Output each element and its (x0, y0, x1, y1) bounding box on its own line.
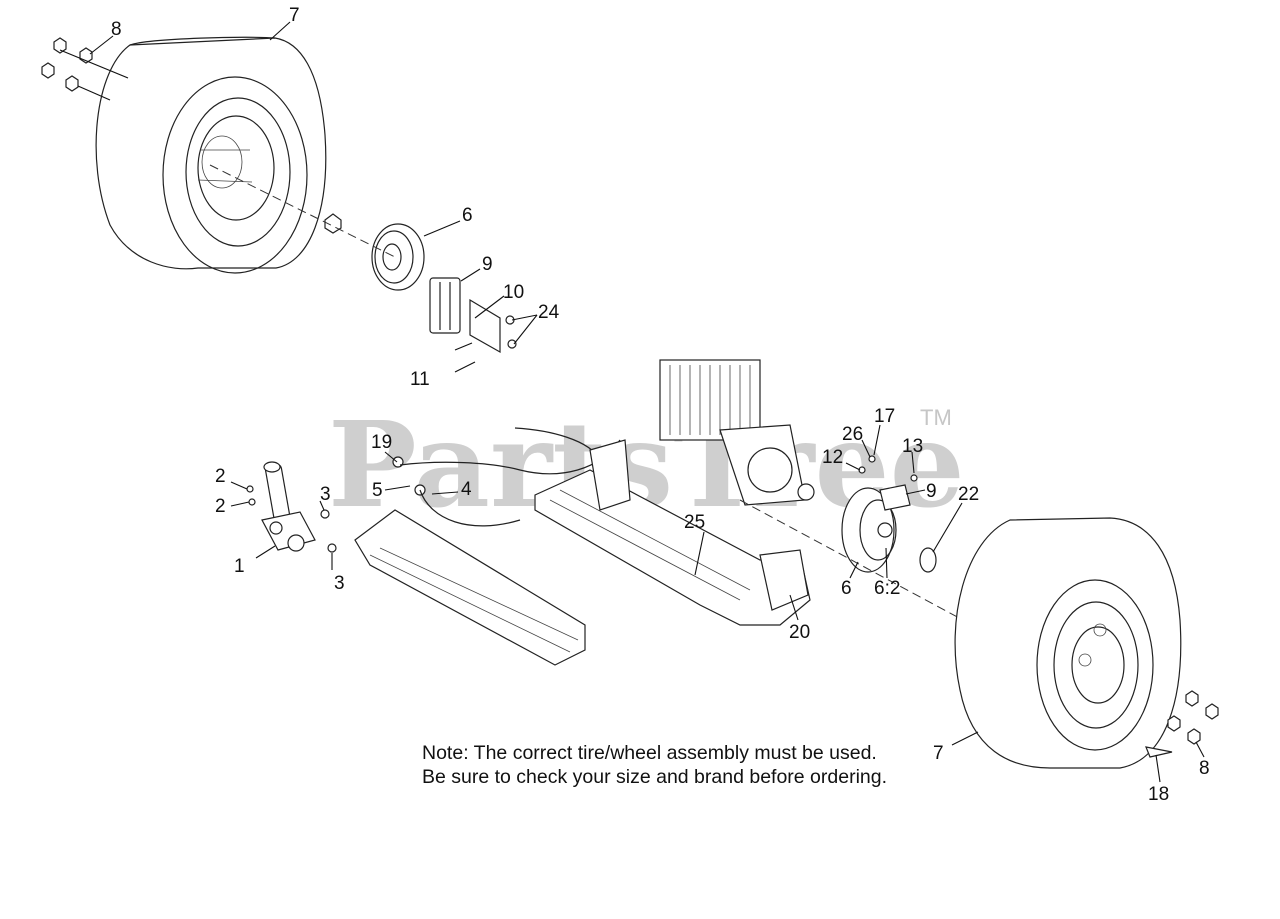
callout-5: 5 (372, 480, 383, 501)
callout-19: 19 (371, 432, 392, 453)
callout-2-a: 2 (215, 466, 226, 487)
callout-6-2: 6:2 (874, 578, 900, 599)
callout-12: 12 (822, 447, 843, 468)
leader-lines (89, 21, 1205, 783)
left-wheel-tire-assembly (95, 36, 327, 274)
callout-6-top: 6 (462, 205, 473, 226)
callout-26: 26 (842, 424, 863, 445)
brake-caliper-bracket (429, 277, 517, 373)
lug-nuts-top-left (41, 37, 129, 101)
right-wheel-tire-assembly (954, 517, 1182, 769)
wheel-hub-top (324, 213, 425, 291)
note-line-1: Note: The correct tire/wheel assembly mu… (422, 742, 877, 764)
callout-8-top: 8 (111, 19, 122, 40)
transaxle-mount-frame (534, 439, 811, 626)
callout-11: 11 (410, 369, 430, 390)
callout-18: 18 (1148, 784, 1169, 805)
callout-22: 22 (958, 484, 979, 505)
callout-4: 4 (461, 479, 472, 500)
callout-labels: 8 7 6 9 10 24 11 19 2 2 3 5 4 1 3 17 26 … (111, 5, 1210, 805)
callout-1: 1 (234, 556, 245, 577)
callout-17: 17 (874, 406, 895, 427)
transmission-unit (659, 359, 815, 506)
callout-9-right: 9 (926, 481, 937, 502)
callout-9-top: 9 (482, 254, 493, 275)
callout-3-b: 3 (334, 573, 345, 594)
ordering-note: Note: The correct tire/wheel assembly mu… (422, 741, 887, 789)
callout-24: 24 (538, 302, 560, 323)
callout-13: 13 (902, 436, 923, 457)
callout-20: 20 (789, 622, 810, 643)
watermark-trademark: TM (920, 405, 952, 430)
callout-7-top: 7 (289, 5, 300, 26)
note-line-2: Be sure to check your size and brand bef… (422, 766, 888, 788)
callout-25: 25 (684, 512, 705, 533)
callout-8-bottom: 8 (1199, 758, 1210, 779)
callout-10: 10 (503, 282, 524, 303)
callout-7-bottom: 7 (933, 743, 944, 764)
right-brake-disc-hub (841, 455, 937, 573)
callout-6-right: 6 (841, 578, 852, 599)
frame-rail (354, 509, 586, 666)
callout-3-a: 3 (320, 484, 331, 505)
lug-nuts-bottom-right (1145, 690, 1219, 758)
callout-2-b: 2 (215, 496, 226, 517)
